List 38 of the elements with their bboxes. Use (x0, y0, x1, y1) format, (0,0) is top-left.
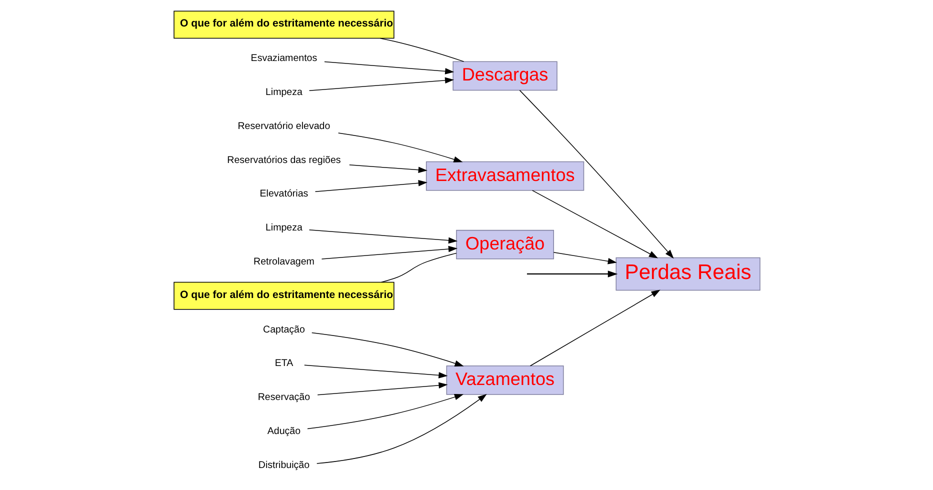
arrow (308, 230, 458, 244)
connector (380, 252, 456, 283)
arrow (532, 190, 658, 258)
arrow (320, 246, 458, 260)
arrow (518, 90, 674, 259)
node-box: O que for além do estritamente necessário (173, 10, 394, 39)
arrow (337, 132, 462, 162)
arrow (316, 394, 486, 464)
node-box: Vazamentos (446, 366, 564, 395)
arrow (552, 252, 616, 264)
connector (379, 38, 464, 62)
node-box: Descargas (452, 61, 557, 91)
node-text: Limpeza (264, 87, 302, 98)
arrow (529, 290, 660, 366)
arrow (526, 270, 618, 278)
node-text: Retrolavagem (253, 256, 314, 268)
arrow (324, 61, 454, 74)
node-box: Extravasamentos (425, 161, 584, 191)
arrow (348, 164, 427, 174)
node-text: Reservação (257, 392, 310, 404)
node-box: Operação (456, 230, 554, 260)
node-text: Reservatório elevado (237, 120, 330, 132)
arrow (314, 180, 427, 192)
node-box: O que for além do estritamente necessário (173, 282, 394, 310)
node-text: Limpeza (264, 222, 302, 234)
node-text: Adução (266, 426, 300, 437)
node-text: Elevatórias (259, 188, 308, 200)
node-text: Esvaziamentos (250, 53, 317, 64)
arrow (310, 332, 464, 366)
arrow (316, 382, 448, 396)
arrow (306, 394, 464, 430)
node-text: Reservatórios das regiões (226, 154, 340, 166)
node-text: ETA (274, 358, 293, 370)
arrow (308, 77, 454, 91)
node-box: Perdas Reais (615, 257, 760, 291)
arrow (304, 364, 448, 378)
node-text: Captação (262, 324, 304, 336)
node-text: Distribuição (258, 460, 310, 471)
